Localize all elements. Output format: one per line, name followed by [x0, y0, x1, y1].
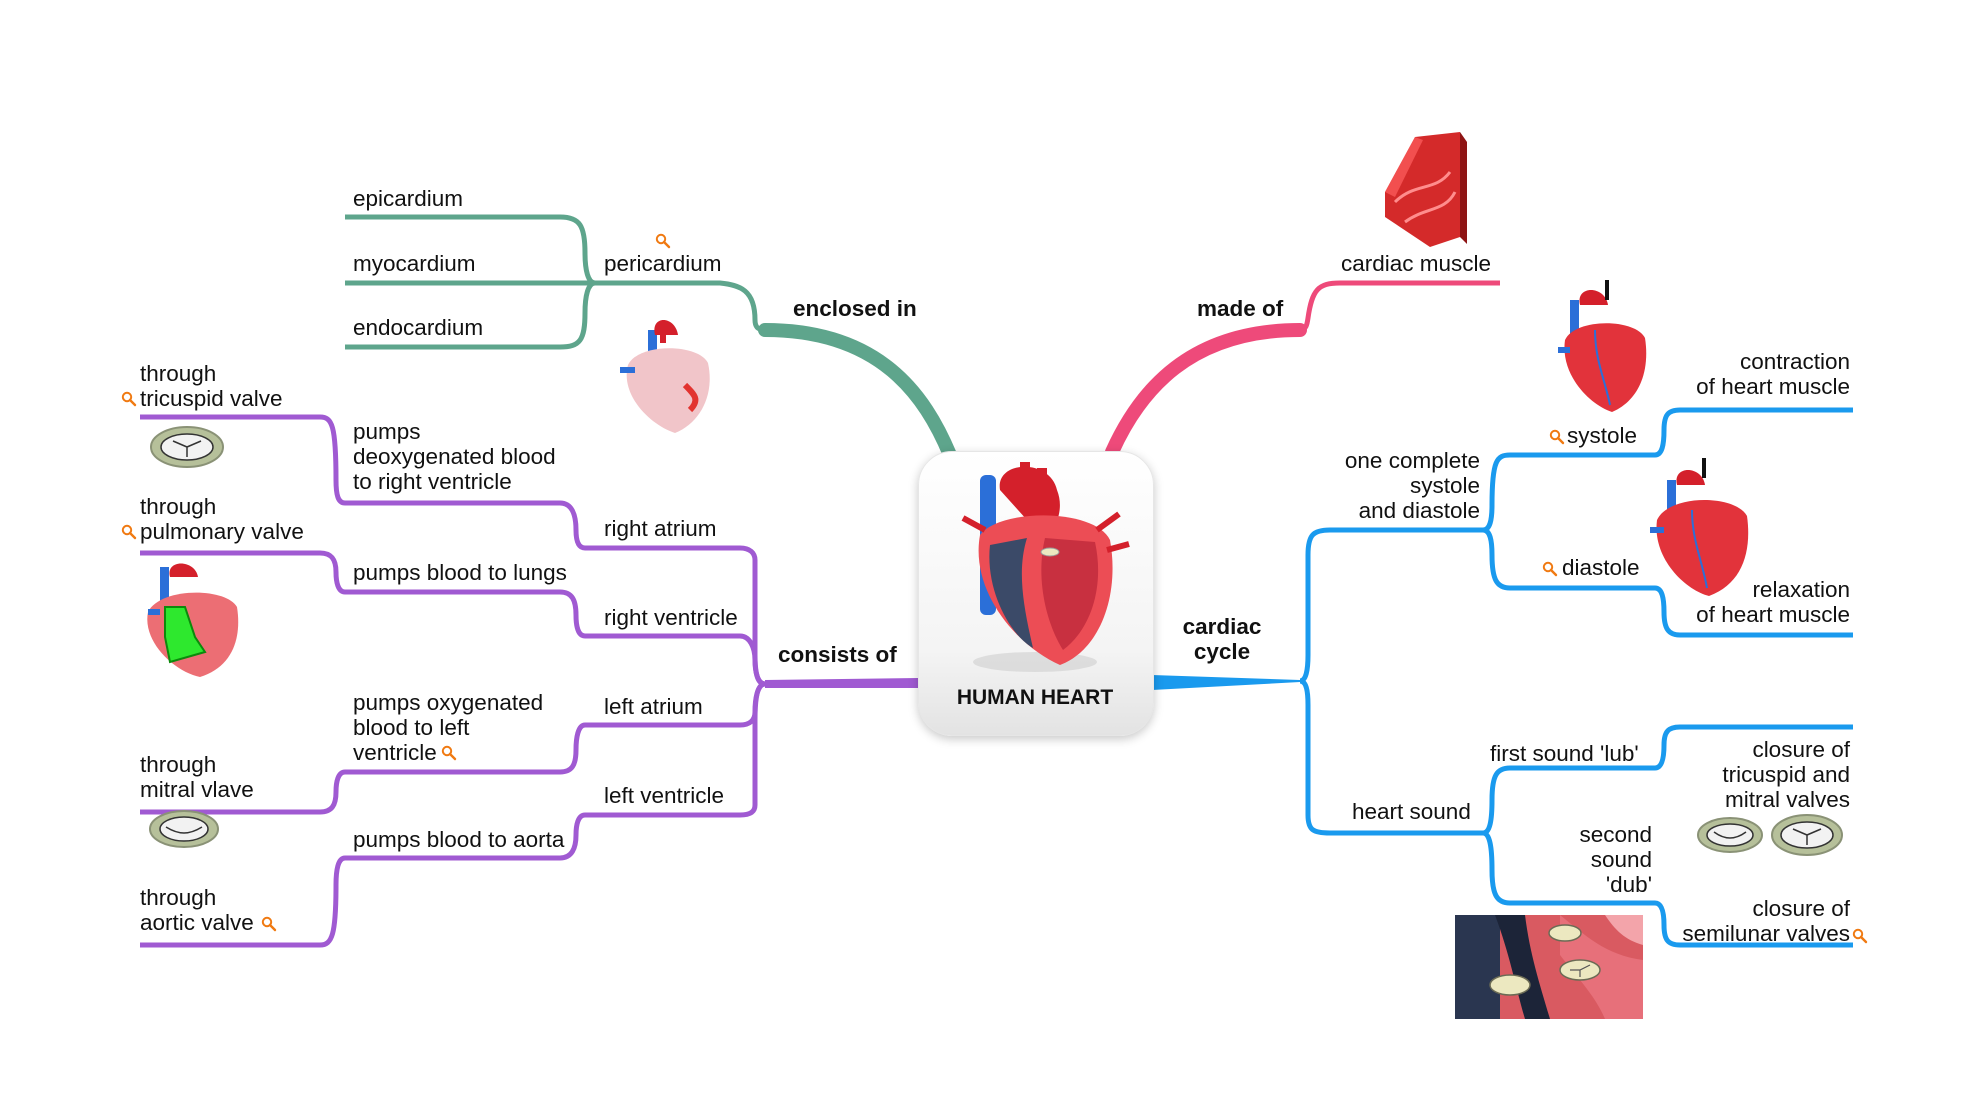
node-pericardium[interactable]: pericardium — [604, 251, 722, 276]
trunk-made-of — [1105, 323, 1307, 459]
closure-mitral-valve-image — [1697, 817, 1763, 853]
node-diastole[interactable]: diastole — [1562, 555, 1640, 580]
node-lV-action[interactable]: pumps blood to aorta — [353, 827, 565, 852]
diastole-heart-image — [1650, 458, 1749, 596]
trunk-consists — [765, 678, 918, 688]
node-aortic-valve[interactable]: through aortic valve — [140, 885, 254, 935]
cardiac-muscle-image — [1385, 132, 1467, 247]
branch-label-cardiac-cycle[interactable]: cardiac cycle — [1182, 614, 1262, 664]
node-closure-av-valves[interactable]: closure of tricuspid and mitral valves — [1722, 737, 1850, 812]
node-pulmonary-valve[interactable]: through pulmonary valve — [140, 494, 304, 544]
trunk-enclosed — [758, 323, 957, 462]
cycle-links — [1299, 407, 1853, 948]
node-endocardium[interactable]: endocardium — [353, 315, 484, 340]
branch-label-enclosed-in[interactable]: enclosed in — [793, 296, 917, 321]
node-mitral-valve[interactable]: through mitral vlave — [140, 752, 254, 802]
enclosed-links — [345, 214, 766, 350]
node-systole[interactable]: systole — [1567, 423, 1638, 448]
search-icon[interactable] — [441, 745, 457, 761]
node-first-sound[interactable]: first sound 'lub' — [1490, 741, 1639, 766]
search-icon[interactable] — [1549, 429, 1565, 445]
closure-tricuspid-valve-image — [1771, 814, 1843, 856]
node-tricuspid-valve[interactable]: through tricuspid valve — [140, 361, 283, 411]
search-icon[interactable] — [261, 916, 277, 932]
made-of-links — [1299, 280, 1500, 333]
mitral-valve-image — [149, 810, 219, 848]
consists-links — [140, 414, 766, 948]
search-icon[interactable] — [1542, 561, 1558, 577]
trunk-cycle — [1152, 675, 1300, 690]
node-cardiac-muscle[interactable]: cardiac muscle — [1341, 251, 1492, 276]
node-epicardium[interactable]: epicardium — [353, 186, 464, 211]
semilunar-valves-image — [1455, 915, 1643, 1019]
search-icon[interactable] — [1852, 928, 1868, 944]
pericardium-heart-image — [620, 320, 710, 433]
node-heart-sound[interactable]: heart sound — [1352, 799, 1471, 824]
search-icon[interactable] — [121, 391, 137, 407]
search-icon[interactable] — [655, 233, 671, 249]
node-rA-action[interactable]: pumps deoxygenated blood to right ventri… — [353, 419, 556, 494]
pulmonary-valve-heart-image — [147, 563, 239, 677]
node-right-ventricle[interactable]: right ventricle — [604, 605, 738, 630]
branch-label-made-of[interactable]: made of — [1197, 296, 1284, 321]
tricuspid-valve-image — [150, 426, 224, 468]
node-second-sound[interactable]: second sound 'dub' — [1579, 822, 1652, 897]
node-left-ventricle[interactable]: left ventricle — [604, 783, 725, 808]
node-myocardium[interactable]: myocardium — [353, 251, 476, 276]
node-closure-semilunar[interactable]: closure of semilunar valves — [1682, 896, 1850, 946]
node-rV-action[interactable]: pumps blood to lungs — [353, 560, 567, 585]
systole-heart-image — [1558, 280, 1647, 412]
node-lA-action[interactable]: pumps oxygenated blood to left ventricle — [353, 690, 544, 765]
branch-label-consists-of[interactable]: consists of — [778, 642, 897, 667]
node-relaxation[interactable]: relaxation of heart muscle — [1696, 577, 1850, 627]
node-contraction[interactable]: contraction of heart muscle — [1696, 349, 1850, 399]
central-topic-title[interactable]: HUMAN HEART — [956, 686, 1114, 709]
node-systole-diastole[interactable]: one complete systole and diastole — [1344, 448, 1480, 523]
node-left-atrium[interactable]: left atrium — [604, 694, 703, 719]
search-icon[interactable] — [121, 524, 137, 540]
node-right-atrium[interactable]: right atrium — [604, 516, 717, 541]
